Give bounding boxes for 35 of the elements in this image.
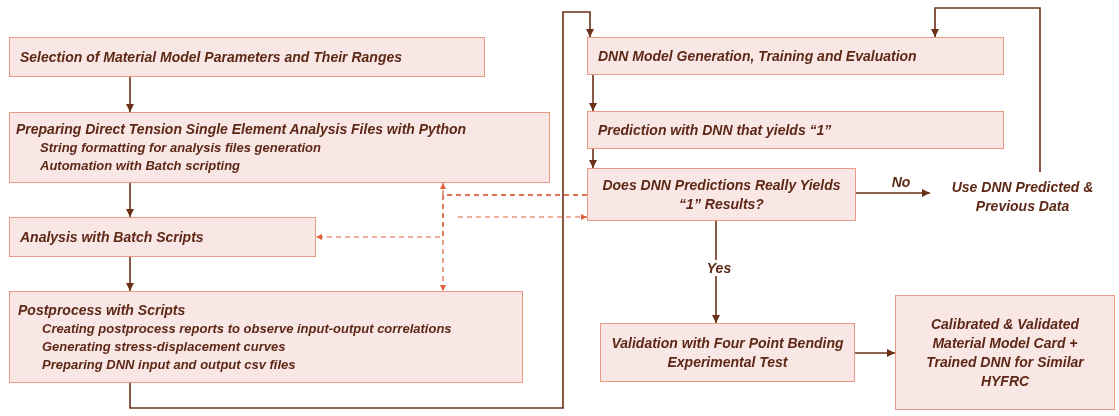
process-box xyxy=(9,112,550,183)
dashed-arrow xyxy=(440,194,588,292)
process-box xyxy=(895,295,1115,410)
arrow xyxy=(854,349,896,357)
arrow xyxy=(589,74,597,112)
process-box xyxy=(587,111,1004,149)
process-box xyxy=(9,291,523,383)
arrow xyxy=(931,7,1041,173)
box-title: Does DNN Predictions Really Yields “1” Results? xyxy=(601,175,842,214)
process-box xyxy=(587,37,1004,75)
box-note: Preparing DNN input and output csv files xyxy=(41,355,297,374)
box-title: Selection of Material Model Parameters and Their Ranges xyxy=(20,47,403,67)
box-note: Creating postprocess reports to observe input-output correlations xyxy=(41,319,453,338)
box-title: Preparing Direct Tension Single Element Analysis Files with Python xyxy=(16,120,468,139)
process-box xyxy=(600,323,855,382)
arrow xyxy=(855,189,931,197)
process-box xyxy=(9,217,316,257)
box-title: DNN Model Generation, Training and Evaluation xyxy=(598,46,918,66)
box-title: Analysis with Batch Scripts xyxy=(20,227,205,247)
node-text: Use DNN Predicted & Previous Data xyxy=(950,178,1095,216)
box-title: Validation with Four Point Bending Experimental Test xyxy=(610,333,845,372)
box-title: Postprocess with Scripts xyxy=(18,300,187,320)
arrow xyxy=(129,11,594,409)
process-box xyxy=(587,168,856,221)
box-note: Generating stress-displacement curves xyxy=(41,337,287,356)
process-box xyxy=(9,37,485,77)
arrow xyxy=(126,182,134,218)
dashed-arrow xyxy=(457,214,588,220)
box-title: Prediction with DNN that yields “1” xyxy=(598,120,833,140)
box-note: String formatting for analysis files generation xyxy=(39,139,322,157)
arrow xyxy=(126,76,134,113)
arrow xyxy=(126,256,134,292)
box-note: Automation with Batch scripting xyxy=(39,157,242,175)
box-title: Calibrated & Validated Material Model Card + Trained DNN for Similar HYFRC xyxy=(925,314,1086,391)
arrow xyxy=(589,148,597,169)
